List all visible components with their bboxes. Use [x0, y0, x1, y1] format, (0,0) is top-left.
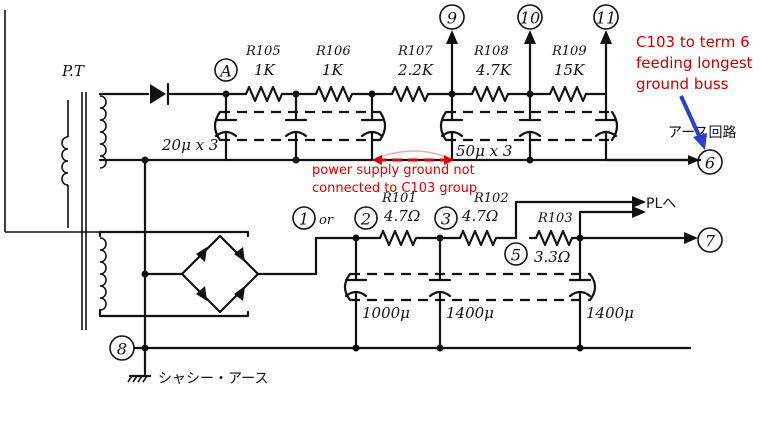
terminal-1-label: 1: [299, 210, 309, 229]
border-frame: [4, 10, 150, 233]
terminal-9: [439, 4, 465, 30]
r103-value: 3.3Ω: [534, 248, 570, 266]
terminal-8-label: 8: [117, 340, 127, 359]
r107-value: 2.2K: [397, 61, 434, 79]
terminal-2: [354, 206, 378, 230]
capacitor-bank-a: [213, 92, 387, 162]
transformer-core: [81, 92, 87, 330]
bridge-rectifier: [180, 234, 260, 314]
cap-c2-label: 1400μ: [446, 304, 494, 322]
terminal-5: [504, 242, 528, 266]
r106-value: 1K: [322, 61, 344, 79]
terminal-7: [697, 227, 723, 253]
power-transformer: P.T: [61, 62, 107, 330]
svg-text:feeding longest: feeding longest: [636, 54, 753, 72]
svg-text:power supply ground not: power supply ground not: [312, 163, 475, 178]
r108-value: 4.7K: [475, 61, 512, 79]
svg-text:connected to C103 group: connected to C103 group: [312, 181, 477, 196]
annotation-c103: C103 to term 6 feeding longest ground bu…: [636, 33, 753, 93]
node-a: [214, 58, 238, 82]
r101-value: 4.7Ω: [383, 207, 420, 225]
terminal-6-label: 6: [705, 154, 715, 173]
terminal-11-label: 11: [596, 9, 616, 28]
node-a-label: A: [218, 62, 232, 81]
cap-bank-a-label: 20μ x 3: [161, 136, 218, 154]
annotation-psu-ground: power supply ground not connected to C10…: [312, 150, 477, 196]
terminal-10: [517, 4, 543, 30]
chassis-earth-label: シャシー・アース: [158, 371, 268, 387]
hv-diode: [150, 82, 170, 106]
terminal-3: [434, 206, 458, 230]
lv-wiring: [98, 158, 698, 376]
chassis-ground-icon: [127, 374, 152, 383]
terminal-6: [697, 149, 723, 175]
terminal-7-label: 7: [705, 232, 716, 251]
terminal-5-label: 5: [511, 246, 521, 265]
pl-label: PLへ: [646, 196, 676, 212]
terminal-11: [593, 4, 619, 30]
secondary-hv-winding: [99, 95, 107, 169]
svg-text:P.T: P.T: [61, 62, 85, 80]
svg-text:ground buss: ground buss: [636, 75, 729, 93]
r107-label: R107: [397, 44, 433, 59]
svg-text:C103 to term 6: C103 to term 6: [636, 33, 750, 51]
primary-winding: [61, 100, 69, 228]
earth-circuit-label: アース回路: [668, 125, 736, 141]
terminal-2-label: 2: [360, 210, 371, 229]
terminal-1: [292, 206, 316, 230]
terminal-3-label: 3: [441, 210, 451, 229]
capacitor-bank-b: [439, 92, 619, 162]
r108-label: R108: [473, 44, 509, 59]
r106-label: R106: [315, 44, 351, 59]
terminal-9-label: 9: [447, 9, 457, 28]
r105-label: R105: [245, 44, 281, 59]
blue-arrow-icon: [679, 95, 707, 150]
cap-bank-b-label: 50μ x 3: [456, 142, 512, 160]
capacitor-bank-c: [343, 236, 597, 350]
r101-label: R101: [381, 191, 417, 206]
terminal-10-label: 10: [520, 9, 540, 28]
cap-c3-label: 1400μ: [586, 304, 634, 322]
r105-value: 1K: [254, 61, 276, 79]
r109-label: R109: [551, 44, 587, 59]
secondary-lv-winding: [99, 237, 107, 311]
cap-c1-label: 1000μ: [362, 304, 410, 322]
r109-value: 15K: [554, 61, 585, 79]
r102-value: 4.7Ω: [461, 207, 498, 225]
r103-label: R103: [537, 211, 573, 226]
r102-label: R102: [473, 191, 509, 206]
or-label: or: [319, 213, 334, 228]
